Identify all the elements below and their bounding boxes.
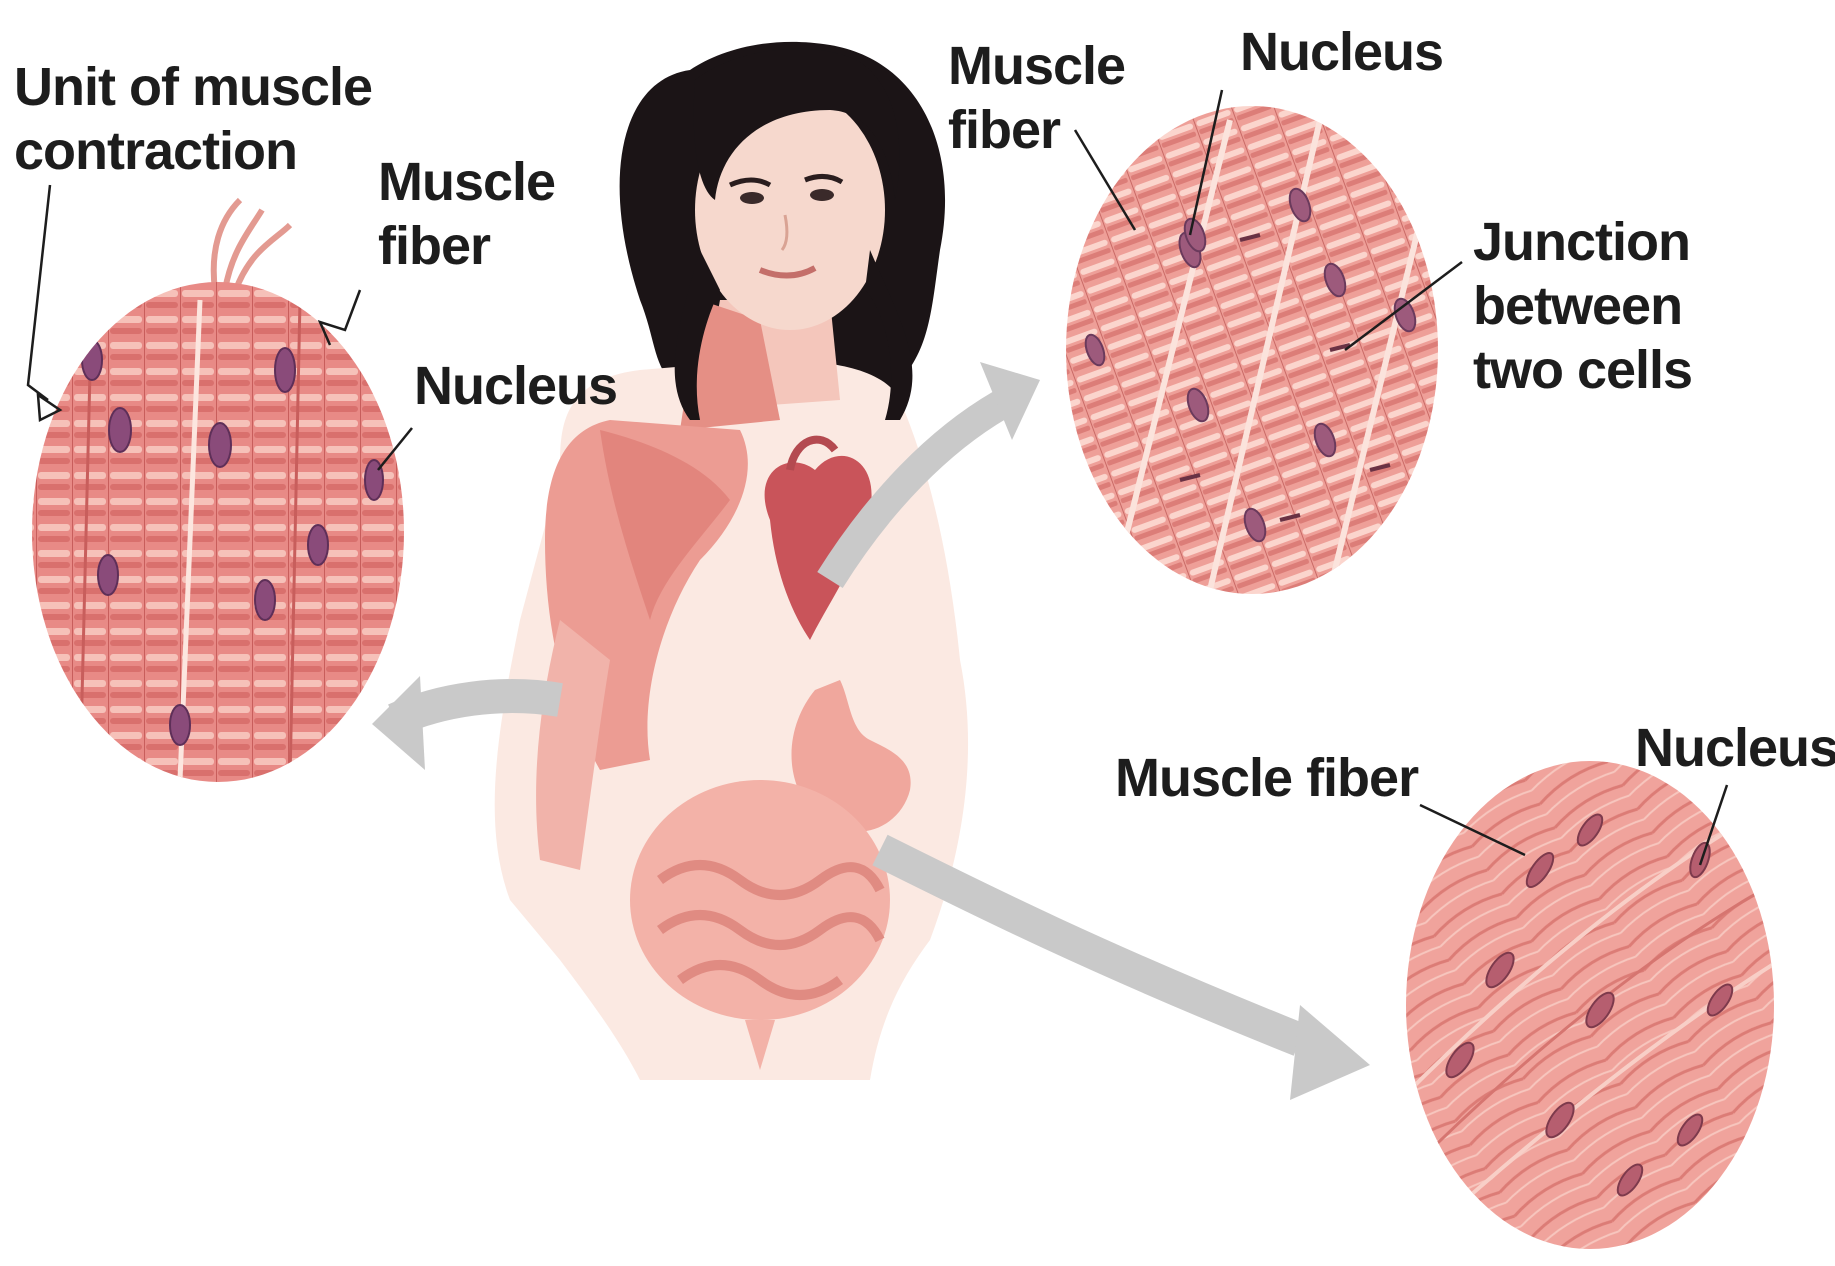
arrow-to-smooth	[880, 850, 1370, 1100]
junction-line-1: Junction	[1473, 210, 1692, 274]
skeletal-nucleus-text: Nucleus	[414, 354, 617, 418]
smooth-nucleus-text: Nucleus	[1635, 716, 1835, 780]
junction-line-3: two cells	[1473, 338, 1692, 402]
tendon-strands	[214, 200, 290, 292]
skeletal-nucleus-label: Nucleus	[414, 354, 617, 418]
cardiac-fiber-line-2: fiber	[948, 98, 1125, 162]
cardiac-nucleus-text: Nucleus	[1240, 20, 1443, 84]
junction-label: Junction between two cells	[1473, 210, 1692, 402]
cardiac-muscle-panel	[1066, 90, 1462, 594]
unit-of-contraction-label: Unit of muscle contraction	[14, 55, 372, 183]
unit-label-line-1: Unit of muscle	[14, 55, 372, 119]
cardiac-fiber-line-1: Muscle	[948, 34, 1125, 98]
human-figure	[495, 42, 968, 1080]
smooth-nucleus-label: Nucleus	[1635, 716, 1835, 780]
skeletal-fiber-line-2: fiber	[378, 214, 555, 278]
junction-line-2: between	[1473, 274, 1692, 338]
skeletal-muscle-panel	[28, 185, 412, 782]
cardiac-fiber-label: Muscle fiber	[948, 34, 1125, 162]
cardiac-nucleus-label: Nucleus	[1240, 20, 1443, 84]
smooth-muscle-panel	[1400, 761, 1780, 1249]
smooth-fiber-text: Muscle fiber	[1115, 746, 1418, 810]
skeletal-fiber-label: Muscle fiber	[378, 150, 555, 278]
unit-label-line-2: contraction	[14, 119, 372, 183]
skeletal-fiber-line-1: Muscle	[378, 150, 555, 214]
smooth-fiber-label: Muscle fiber	[1115, 746, 1418, 810]
